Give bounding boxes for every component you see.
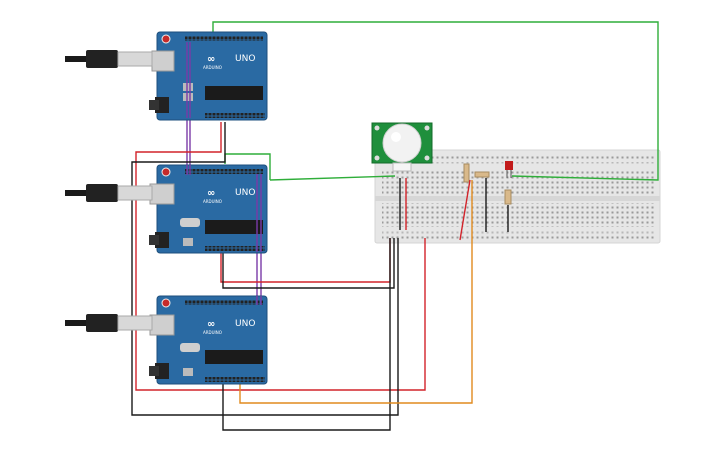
infinity-logo: ∞	[207, 188, 215, 199]
pir-sensor[interactable]	[371, 122, 433, 172]
board-model-label: UNO	[235, 188, 255, 198]
wire-ends	[186, 42, 262, 305]
infinity-logo: ∞	[207, 319, 215, 330]
board-model-label: UNO	[235, 54, 255, 64]
usb-cable-1[interactable]	[65, 50, 153, 68]
board-brand-label: ARDUINO	[203, 330, 222, 335]
led[interactable]	[505, 161, 513, 178]
arduino-board-3[interactable]: ∞ UNO ARDUINO	[149, 295, 268, 385]
board-brand-label: ARDUINO	[203, 199, 222, 204]
usb-cable-2[interactable]	[65, 184, 153, 202]
wires[interactable]	[131, 21, 659, 431]
arduino-board-2[interactable]: ∞ UNO ARDUINO	[149, 164, 268, 254]
resistor[interactable]	[463, 163, 512, 205]
infinity-logo: ∞	[207, 54, 215, 65]
usb-cable-3[interactable]	[65, 314, 153, 332]
breadboard[interactable]	[374, 149, 661, 244]
arduino-board-1[interactable]: ∞ UNO ARDUINO	[149, 31, 268, 121]
board-model-label: UNO	[235, 319, 255, 329]
board-brand-label: ARDUINO	[203, 65, 222, 70]
